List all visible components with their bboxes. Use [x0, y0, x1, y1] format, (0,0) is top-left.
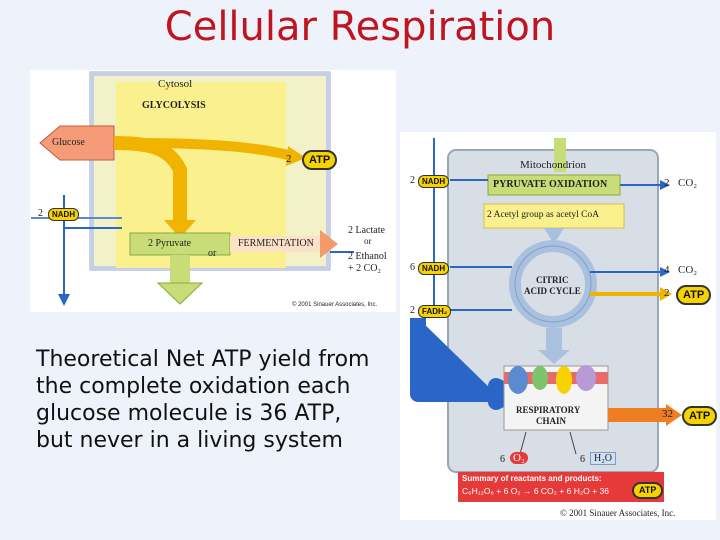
- summary-atp-badge: ATP: [632, 482, 664, 499]
- atp-a-count: 2: [664, 287, 670, 299]
- glycolysis-copyright: © 2001 Sinauer Associates, Inc.: [292, 302, 378, 308]
- o2-line: [519, 431, 527, 455]
- atp-badge: ATP: [302, 150, 338, 170]
- lactate-label: 2 Lactate: [348, 225, 385, 236]
- co2-a-count: 2: [664, 177, 670, 189]
- atp-a-arrowhead: [660, 287, 672, 301]
- spacer-top: [434, 142, 700, 146]
- summary-equation: C₆H₁₂O₆ + 6 O₂ → 6 CO₂ + 6 H₂O + 36: [462, 486, 609, 496]
- atp-b-badge: ATP: [682, 406, 718, 426]
- nadh-b-badge: NADH: [418, 262, 450, 275]
- pyruvate-in-stem: [554, 138, 566, 172]
- pyruvate-label: 2 Pyruvate: [148, 238, 192, 249]
- atp-count-label: 2: [286, 153, 292, 165]
- summary-box: [458, 472, 664, 502]
- pyruvate-oxidation-label: PYRUVATE OXIDATION: [493, 179, 608, 190]
- nadh-b-count: 6: [410, 262, 415, 273]
- pyruvate-arrowhead: [156, 282, 204, 305]
- chain-in-stem: [546, 328, 562, 352]
- cytosol-label: Cytosol: [158, 78, 193, 90]
- mito-copyright: © 2001 Sinauer Associates, Inc.: [560, 508, 676, 518]
- protein-4: [576, 365, 596, 391]
- respiratory-label: RESPIRATORY: [516, 405, 581, 415]
- body-text: Theoretical Net ATP yield from the compl…: [36, 347, 370, 453]
- atp-flow: [139, 138, 294, 161]
- co2-a-arrowhead: [660, 180, 670, 190]
- h2o-label: H₂O: [590, 452, 616, 465]
- nadh-count-label: 2: [38, 208, 43, 219]
- nadh-a-badge: NADH: [418, 175, 450, 188]
- protein-3: [556, 366, 572, 394]
- nadh-a-count: 2: [410, 175, 415, 186]
- acetyl-arrowhead: [544, 228, 564, 244]
- acetyl-label: 2 Acetyl group as acetyl CoA: [487, 210, 600, 220]
- mitochondrion-label: Mitochondrion: [520, 159, 586, 171]
- glycolysis-diagram: [31, 71, 354, 306]
- mitochondrion-figure: Mitochondrion PYRUVATE OXIDATION 2 Acety…: [400, 132, 718, 520]
- or-label-2: or: [364, 236, 372, 246]
- fermentation-box: [230, 236, 320, 252]
- citric-label: CITRIC: [536, 275, 569, 285]
- nadh-badge: NADH: [48, 208, 80, 221]
- slide-title: Cellular Respiration: [164, 4, 556, 50]
- acetyl-box: [483, 203, 625, 229]
- glycolysis-arrowhead: [164, 220, 196, 238]
- co2-b-count: 4: [664, 264, 670, 276]
- h2o-line: [569, 431, 577, 455]
- fermentation-arrowhead: [320, 230, 338, 258]
- or-label: or: [208, 248, 217, 259]
- co2-line-label: + 2 CO₂: [348, 263, 382, 274]
- ethanol-label: 2 Ethanol: [348, 251, 387, 262]
- atp-b-count: 32: [662, 408, 673, 420]
- glycolysis-figure: Cytosol GLYCOLYSIS Glucose 2 ATP 2 NADH …: [30, 70, 396, 312]
- glycolysis-flow: [113, 136, 187, 220]
- mitochondrion-diagram: [410, 138, 700, 502]
- pyruvate-stem: [170, 255, 190, 283]
- h2o-count: 6: [580, 454, 585, 465]
- co2-b-arrowhead: [660, 267, 670, 277]
- atp-a-badge: ATP: [676, 285, 712, 305]
- co2-b-label: CO₂: [678, 264, 698, 276]
- citric-cycle-outline: [514, 245, 592, 323]
- fadh-badge: FADH₂: [418, 305, 452, 318]
- acid-cycle-label: ACID CYCLE: [524, 286, 581, 296]
- fermentation-label: FERMENTATION: [238, 238, 314, 249]
- o2-label: O₂: [510, 452, 528, 464]
- chain-label: CHAIN: [536, 416, 567, 426]
- atp-b-arrowhead: [666, 404, 682, 426]
- electron-arrowhead: [58, 294, 70, 306]
- atp-arrowhead: [286, 146, 306, 166]
- protein-1: [508, 366, 528, 394]
- protein-2: [532, 366, 548, 390]
- glycolysis-label: GLYCOLYSIS: [142, 100, 206, 111]
- chain-in-arrowhead: [538, 350, 570, 364]
- o2-count: 6: [500, 454, 505, 465]
- fadh-count: 2: [410, 305, 415, 316]
- glucose-label: Glucose: [52, 137, 85, 148]
- co2-a-label: CO₂: [678, 177, 698, 189]
- summary-title: Summary of reactants and products:: [462, 474, 602, 483]
